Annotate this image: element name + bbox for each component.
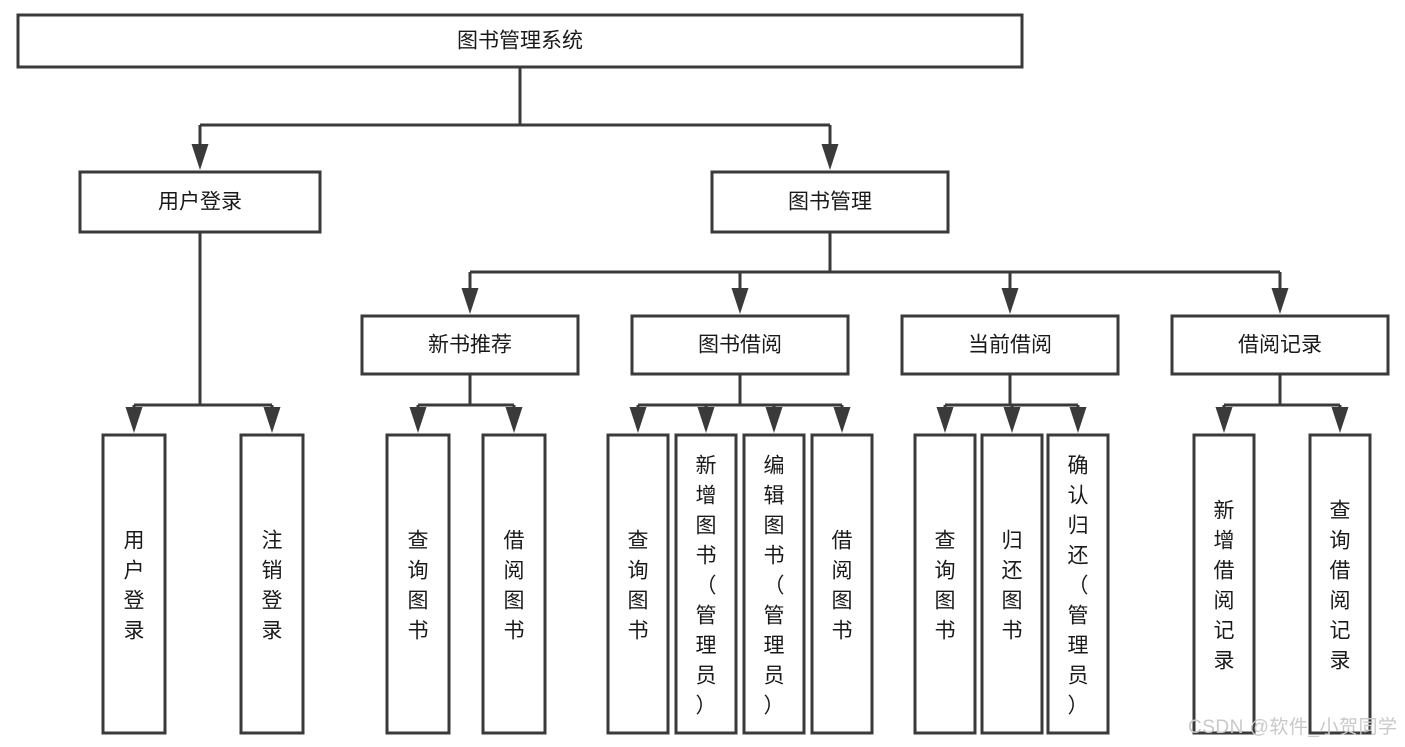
node-box[interactable] (1308, 433, 1372, 735)
node-label: 借阅记录 (1238, 334, 1322, 357)
node-box[interactable] (674, 433, 738, 735)
node-leaf-10[interactable]: 确认归还（管理员） (1046, 433, 1110, 735)
node-leaf-1[interactable]: 注销登录 (239, 433, 305, 735)
node-box[interactable] (78, 170, 322, 234)
node-label: 查询图书 (628, 529, 649, 642)
node-leaf-8[interactable]: 查询图书 (913, 433, 977, 735)
node-label: 查询图书 (935, 529, 956, 642)
connector-group (461, 232, 1289, 314)
node-box[interactable] (385, 433, 451, 735)
node-leaf-9[interactable]: 归还图书 (980, 433, 1044, 735)
connector-group (409, 374, 523, 433)
connector-group (1215, 374, 1349, 433)
node-leaf-11[interactable]: 新增借阅记录 (1192, 433, 1256, 735)
node-label: 编辑图书（管理员） (764, 454, 785, 717)
node-box[interactable] (900, 314, 1120, 376)
node-label: 图书管理 (788, 191, 872, 214)
node-leaf-0[interactable]: 用户登录 (101, 433, 167, 735)
node-box[interactable] (360, 314, 580, 376)
node-label: 图书管理系统 (457, 30, 583, 53)
node-layer: 图书管理系统用户登录图书管理新书推荐图书借阅当前借阅借阅记录用户登录注销登录查询… (16, 13, 1390, 735)
node-box[interactable] (101, 433, 167, 735)
node-label: 用户登录 (158, 191, 242, 214)
node-level3-3[interactable]: 借阅记录 (1170, 314, 1390, 376)
connector-group (936, 374, 1087, 433)
node-label: 确认归还（管理员） (1068, 454, 1089, 717)
node-root-0[interactable]: 图书管理系统 (16, 13, 1024, 69)
node-box[interactable] (239, 433, 305, 735)
node-leaf-6[interactable]: 编辑图书（管理员） (742, 433, 806, 735)
node-leaf-3[interactable]: 借阅图书 (481, 433, 547, 735)
node-leaf-2[interactable]: 查询图书 (385, 433, 451, 735)
node-level3-1[interactable]: 图书借阅 (630, 314, 850, 376)
node-level3-2[interactable]: 当前借阅 (900, 314, 1120, 376)
node-box[interactable] (1046, 433, 1110, 735)
node-label: 归还图书 (1002, 529, 1023, 642)
node-box[interactable] (1170, 314, 1390, 376)
node-label: 新增借阅记录 (1214, 499, 1235, 672)
node-box[interactable] (913, 433, 977, 735)
node-level2-1[interactable]: 图书管理 (710, 170, 950, 234)
node-label: 注销登录 (262, 529, 283, 642)
node-level3-0[interactable]: 新书推荐 (360, 314, 580, 376)
node-box[interactable] (630, 314, 850, 376)
node-leaf-4[interactable]: 查询图书 (606, 433, 670, 735)
node-box[interactable] (810, 433, 874, 735)
node-label: 查询图书 (408, 529, 429, 642)
node-box[interactable] (16, 13, 1024, 69)
node-label: 当前借阅 (968, 334, 1052, 357)
node-label: 借阅图书 (504, 529, 525, 642)
node-label: 图书借阅 (698, 334, 782, 357)
node-box[interactable] (710, 170, 950, 234)
connector-group (125, 232, 281, 433)
node-label: 新书推荐 (428, 334, 512, 357)
node-box[interactable] (481, 433, 547, 735)
connector-group (191, 67, 839, 170)
csdn-watermark: CSDN @软件_小贺同学 (1188, 717, 1398, 738)
node-level2-0[interactable]: 用户登录 (78, 170, 322, 234)
node-label: 新增图书（管理员） (696, 454, 717, 717)
node-box[interactable] (980, 433, 1044, 735)
node-label: 借阅图书 (832, 529, 853, 642)
node-box[interactable] (742, 433, 806, 735)
connector-layer (125, 67, 1349, 433)
connector-group (629, 374, 851, 433)
node-leaf-7[interactable]: 借阅图书 (810, 433, 874, 735)
node-box[interactable] (606, 433, 670, 735)
node-box[interactable] (1192, 433, 1256, 735)
node-label: 用户登录 (124, 529, 145, 642)
node-leaf-5[interactable]: 新增图书（管理员） (674, 433, 738, 735)
node-label: 查询借阅记录 (1330, 499, 1351, 672)
node-leaf-12[interactable]: 查询借阅记录 (1308, 433, 1372, 735)
